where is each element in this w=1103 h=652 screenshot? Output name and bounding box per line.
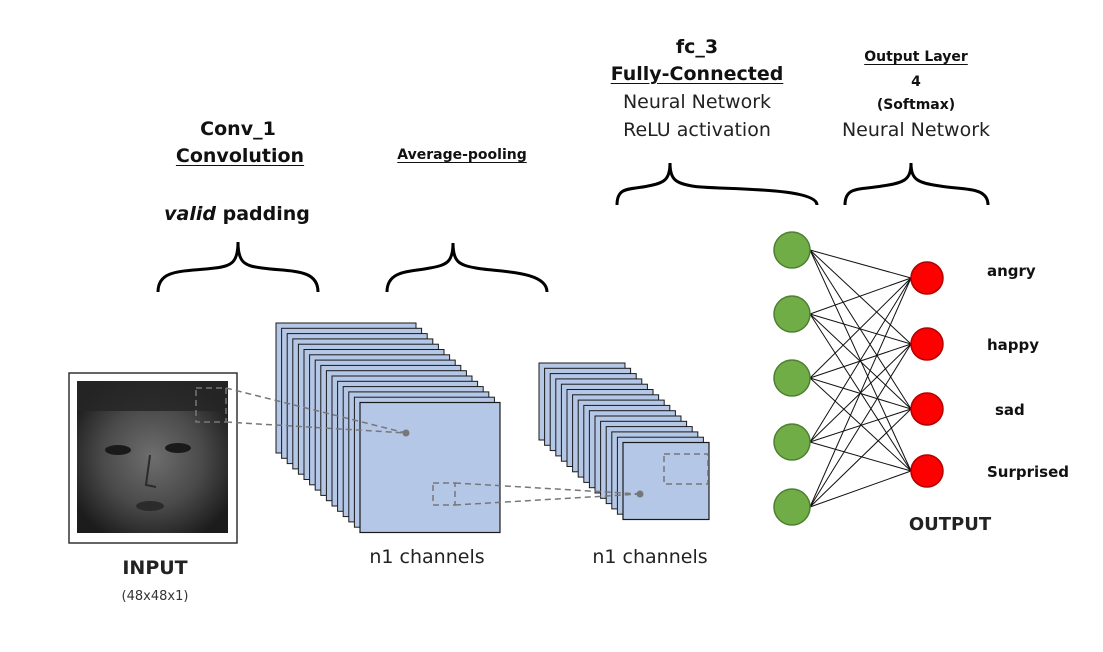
hidden-neuron: [773, 231, 811, 269]
connection-line: [809, 377, 912, 472]
conv-title: Conv_1: [200, 118, 276, 140]
connection-line: [809, 277, 912, 443]
pool-title: Average-pooling: [397, 147, 527, 163]
connection-line: [809, 249, 912, 279]
fc-brace: [615, 162, 819, 206]
fc-title: fc_3: [675, 36, 719, 58]
output-neuron: [910, 261, 944, 295]
connection-line: [809, 277, 912, 379]
fc-line1: Neural Network: [622, 91, 772, 113]
class-label-angry: angry: [987, 262, 1036, 280]
fc-line2: ReLU activation: [623, 119, 771, 141]
input-label: INPUT: [122, 557, 188, 579]
output-layer-activation: (Softmax): [876, 97, 956, 113]
class-label-surprised: Surprised: [987, 463, 1069, 481]
output-neuron: [910, 392, 944, 426]
pool-feature-map-stack: [538, 362, 710, 521]
conv-feature-map-layer: [359, 401, 501, 534]
pool-feature-map-layer: [622, 441, 710, 521]
output-layer: [910, 261, 944, 488]
conv-brace: [156, 241, 320, 293]
input-image: [68, 372, 238, 544]
connection-line: [809, 343, 912, 379]
conv-to-pool-projection: [432, 453, 709, 506]
conv-padding-word: valid: [164, 203, 216, 225]
connection-line: [809, 249, 912, 345]
class-label-sad: sad: [995, 401, 1025, 419]
connection-line: [809, 470, 912, 508]
hidden-neuron: [773, 295, 811, 333]
hidden-neuron: [773, 359, 811, 397]
pool-brace: [385, 242, 549, 293]
pool-channels-label: n1 channels: [592, 546, 708, 568]
fc-subtitle: Fully-Connected: [610, 63, 784, 85]
conv-subtitle: Convolution: [175, 145, 305, 167]
connection-line: [809, 441, 912, 472]
conv-channels-label: n1 channels: [369, 546, 485, 568]
input-shape: (48x48x1): [121, 589, 189, 604]
conv-feature-map-stack: [275, 322, 501, 534]
output-layer-count: 4: [911, 74, 921, 90]
connection-line: [809, 277, 912, 315]
conv-padding: valid padding: [164, 203, 310, 225]
output-brace: [843, 162, 990, 206]
input-to-conv-projection: [195, 387, 410, 437]
connection-line: [809, 313, 912, 345]
connection-line: [809, 277, 912, 508]
connection-line: [809, 343, 912, 508]
output-neuron: [910, 454, 944, 488]
class-label-happy: happy: [987, 336, 1040, 354]
output-label: OUTPUT: [908, 514, 992, 535]
output-neuron: [910, 327, 944, 361]
hidden-neuron: [773, 423, 811, 461]
output-layer-line1: Neural Network: [841, 119, 991, 141]
output-layer-title: Output Layer: [864, 49, 968, 65]
connection-line: [809, 408, 912, 508]
hidden-layer: [773, 231, 811, 526]
hidden-neuron: [773, 488, 811, 526]
dense-connections: [809, 249, 912, 508]
conv-padding-rest: padding: [215, 203, 310, 225]
